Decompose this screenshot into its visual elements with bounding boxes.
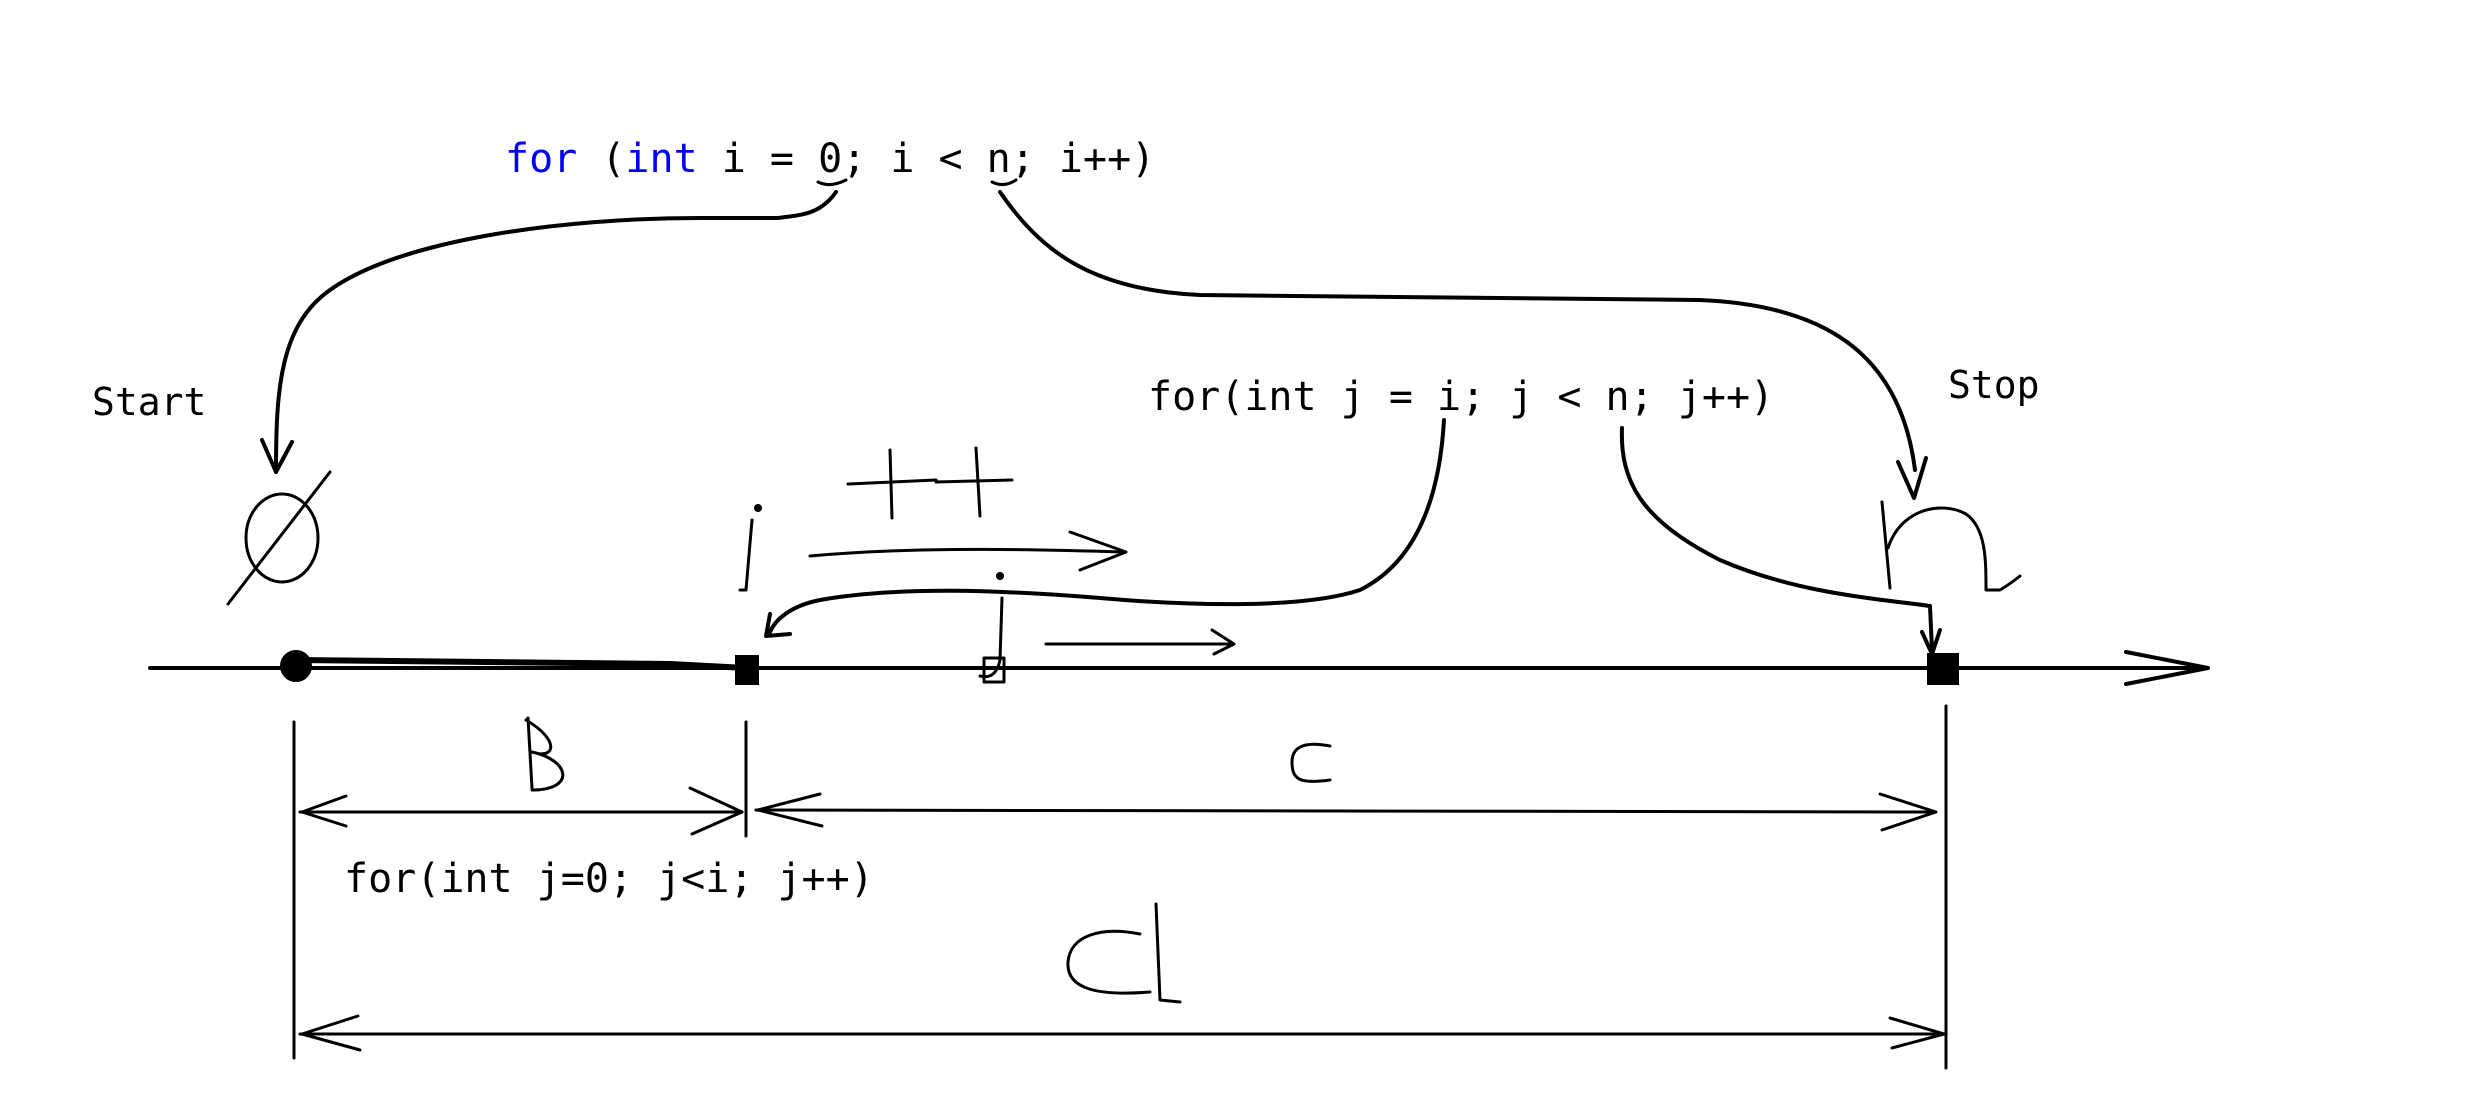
int-keyword: int bbox=[625, 136, 697, 182]
n-underline bbox=[990, 178, 1018, 187]
inner-loop-left-code: for(int j=0; j<i; j++) bbox=[344, 856, 874, 902]
segment-a-left-arrowhead bbox=[300, 1014, 362, 1052]
start-arrowhead bbox=[260, 438, 294, 474]
stop-label: Stop bbox=[1948, 363, 2040, 407]
increment-plus bbox=[846, 446, 1014, 520]
i-stem bbox=[738, 518, 754, 592]
outer-loop-paren: ( bbox=[577, 136, 625, 182]
j-dot bbox=[996, 572, 1004, 580]
segment-b-right-arrowhead bbox=[688, 786, 744, 836]
number-line-arrowhead bbox=[2124, 650, 2210, 686]
segment-c-line bbox=[754, 808, 1936, 814]
i-dot bbox=[754, 504, 762, 512]
for-keyword: for bbox=[505, 136, 577, 182]
outer-loop-code: for (int i = 0; i < n; i++) bbox=[505, 136, 1155, 182]
stop-curve-arrow bbox=[998, 190, 1917, 472]
zero-slash bbox=[226, 470, 332, 606]
inner-start-curve bbox=[768, 418, 1446, 634]
increment-arrowhead bbox=[1068, 530, 1128, 572]
segment-c-left-arrowhead bbox=[756, 792, 824, 828]
j-arrowhead bbox=[1210, 628, 1236, 656]
covered-segment bbox=[293, 657, 749, 671]
start-label: Start bbox=[92, 380, 206, 424]
start-point bbox=[280, 650, 312, 682]
segment-a-letter bbox=[1066, 902, 1182, 1004]
start-curve-arrow bbox=[274, 190, 838, 472]
inner-stop-curve bbox=[1619, 426, 1934, 652]
inner-loop-right-code: for(int j = i; j < n; j++) bbox=[1148, 374, 1774, 420]
segment-a-right-arrowhead bbox=[1888, 1016, 1946, 1050]
zero-ellipse bbox=[244, 492, 320, 584]
segment-b-left-arrowhead bbox=[300, 794, 348, 828]
i-point bbox=[735, 655, 759, 685]
stop-arrowhead bbox=[1896, 456, 1928, 500]
increment-arrow bbox=[808, 547, 1126, 558]
segment-c-right-arrowhead bbox=[1878, 792, 1938, 832]
n-letter bbox=[1880, 500, 2022, 592]
j-point bbox=[982, 656, 1006, 684]
outer-loop-rest: i = 0; i < n; i++) bbox=[698, 136, 1156, 182]
segment-b-letter bbox=[524, 716, 565, 792]
zero-underline bbox=[816, 178, 848, 187]
n-point bbox=[1927, 653, 1959, 685]
inner-start-arrowhead bbox=[764, 612, 792, 638]
segment-c-letter bbox=[1290, 742, 1332, 783]
